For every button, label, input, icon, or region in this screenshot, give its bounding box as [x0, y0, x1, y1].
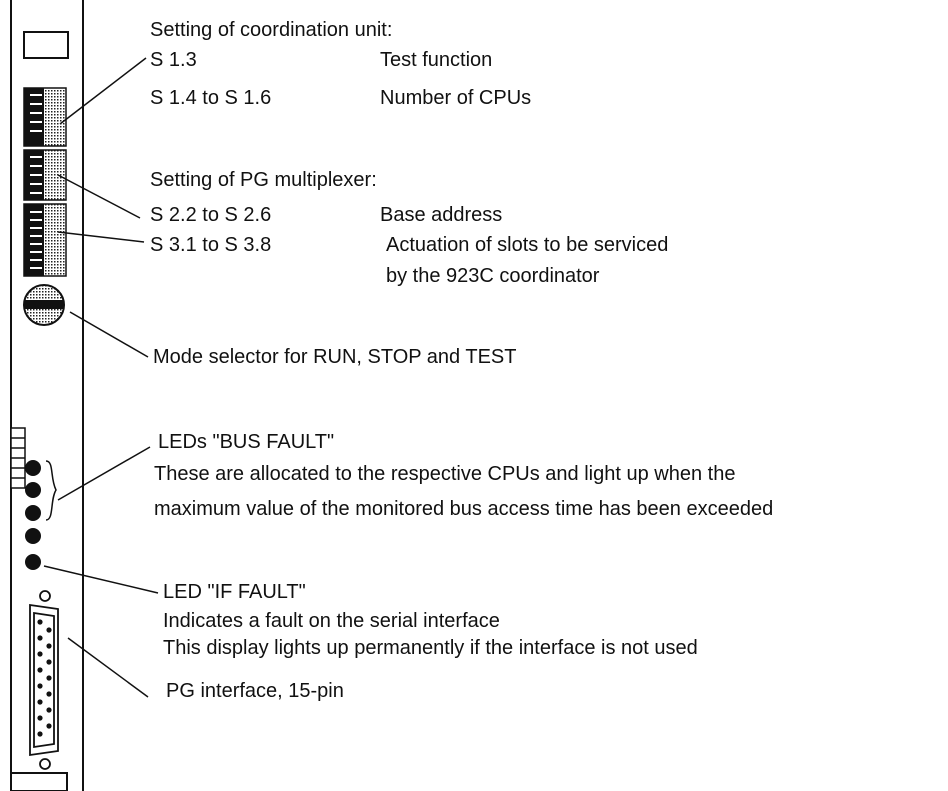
panel-outline [10, 0, 84, 791]
connector-pins [37, 619, 52, 737]
switch-s3-label: S 3.1 to S 3.8 [150, 234, 272, 256]
side-grip [10, 427, 26, 489]
switch-s3-desc: Actuation of slots to be serviced [386, 234, 669, 256]
pg-interface-connector[interactable] [29, 590, 59, 770]
dip-switch-s1[interactable] [23, 87, 67, 147]
switch-s1-4-label: S 1.4 to S 1.6 [150, 87, 272, 109]
bus-fault-line2: maximum value of the monitored bus acces… [154, 498, 774, 520]
if-fault-title: LED "IF FAULT" [163, 581, 306, 603]
mode-selector-text: Mode selector for RUN, STOP and TEST [153, 346, 517, 368]
switch-s1-3-desc: Test function [380, 49, 493, 71]
bus-fault-line1: These are allocated to the respective CP… [154, 463, 736, 485]
coordination-heading: Setting of coordination unit: [150, 19, 393, 41]
bus-fault-leds [25, 460, 41, 544]
pg-interface-text: PG interface, 15-pin [166, 680, 344, 702]
switch-s3-desc-line2: by the 923C coordinator [386, 265, 600, 287]
leader-lines [43, 57, 159, 698]
bus-fault-title: LEDs "BUS FAULT" [158, 431, 335, 453]
switch-s2-desc: Base address [380, 204, 503, 226]
bus-fault-led-1 [25, 460, 41, 476]
mode-selector-knob[interactable] [23, 284, 65, 326]
switch-s2-label: S 2.2 to S 2.6 [150, 204, 272, 226]
bus-fault-led-4 [25, 528, 41, 544]
if-fault-line2: This display lights up permanently if th… [163, 637, 698, 659]
multiplexer-heading: Setting of PG multiplexer: [150, 169, 377, 191]
if-fault-led [25, 554, 41, 570]
led-brace [45, 460, 57, 521]
switch-s1-4-desc: Number of CPUs [380, 87, 532, 109]
dip-switch-s3[interactable] [23, 203, 67, 277]
switch-s1-3-label: S 1.3 [150, 49, 197, 71]
bus-fault-led-3 [25, 505, 41, 521]
bottom-tab [10, 772, 68, 791]
dip-switch-s2[interactable] [23, 149, 67, 201]
bus-fault-led-2 [25, 482, 41, 498]
if-fault-line1: Indicates a fault on the serial interfac… [163, 610, 500, 632]
